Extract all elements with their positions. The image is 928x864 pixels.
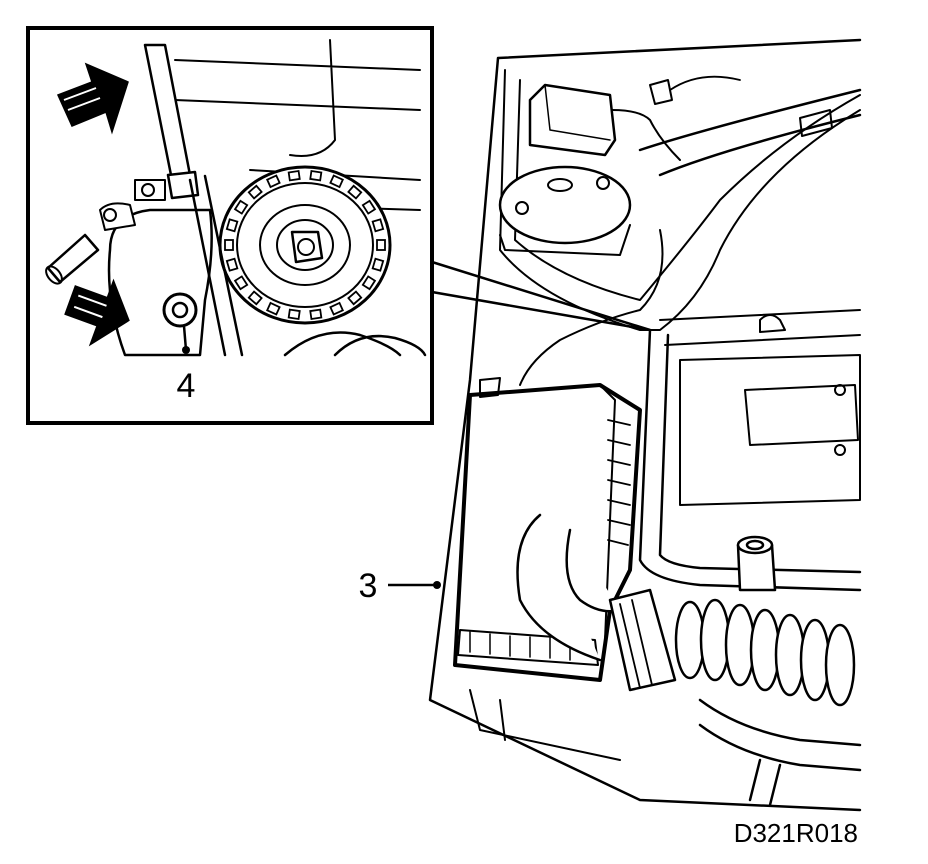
dowel-pin	[46, 233, 100, 284]
pulley-slot	[361, 199, 377, 215]
intake-hose	[516, 513, 677, 692]
pulley-slot	[233, 199, 249, 215]
pulley-slot	[329, 301, 345, 316]
pulley-slot	[371, 257, 385, 272]
inner-wheelarch	[499, 69, 861, 331]
pulley-slot	[247, 290, 263, 306]
figure-code: D321R018	[734, 818, 858, 848]
callout-3-leader	[388, 581, 441, 589]
callout-3-label: 3	[359, 567, 378, 605]
pulley-slot	[309, 308, 323, 320]
pulley-slot	[287, 170, 301, 182]
upper-rail-clip	[799, 109, 833, 137]
callout-4-leader	[182, 325, 190, 354]
pulley-slot	[247, 184, 263, 200]
corrugated-bellows	[674, 598, 856, 707]
pulley-slot	[265, 301, 281, 316]
pulley-slots	[224, 170, 386, 320]
pulley-slot	[225, 257, 239, 272]
pulley	[218, 165, 392, 325]
pulley-slot	[376, 239, 386, 251]
pulley-slot	[265, 174, 281, 189]
inner-wheelarch-2	[514, 79, 861, 301]
pulley-slot	[224, 239, 234, 251]
tensioner-body	[107, 208, 213, 357]
arrow-upper	[56, 62, 129, 135]
tensioner-bolt	[162, 292, 198, 328]
vertical-pipe	[638, 328, 862, 592]
lower-rollers	[283, 331, 427, 357]
callout-4-label: 4	[177, 367, 196, 405]
filter-ribs	[607, 419, 631, 546]
lower-pipes	[698, 698, 862, 807]
inset-detail: 4	[26, 26, 434, 425]
pulley-slot	[225, 218, 239, 233]
pulley-slot	[287, 308, 301, 320]
engine-top	[659, 309, 861, 506]
control-module	[528, 75, 741, 161]
pipe-fitting	[736, 535, 777, 592]
upper-rail	[638, 88, 862, 177]
drive-belt	[188, 174, 244, 357]
air-filter-box	[453, 377, 642, 682]
inset-leader-lines	[431, 260, 651, 332]
strut-tower	[498, 165, 632, 256]
pulley-slot	[347, 184, 363, 200]
engine-bay-view	[428, 38, 862, 812]
pulley-slot	[233, 275, 249, 291]
wiring-loom	[519, 229, 664, 386]
pulley-slot	[361, 275, 377, 291]
arrow-lower	[64, 278, 130, 347]
pulley-slot	[371, 218, 385, 233]
pulley-slot	[329, 174, 345, 189]
body-panel-outline	[428, 38, 862, 812]
pulley-slot	[347, 290, 363, 306]
inset-bracket	[174, 39, 421, 211]
lower-panel	[469, 689, 621, 761]
pulley-slot	[309, 170, 323, 182]
